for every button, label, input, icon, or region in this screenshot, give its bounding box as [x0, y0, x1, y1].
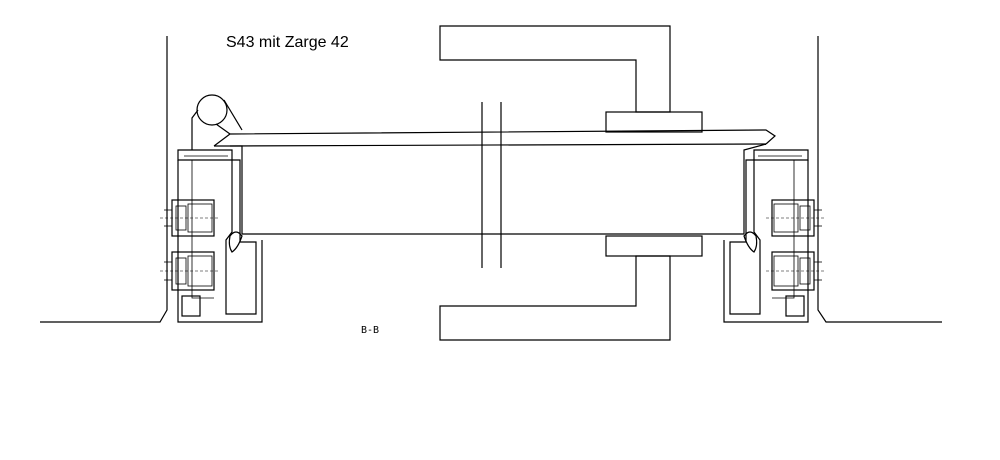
right-frame	[723, 149, 826, 323]
left-frame	[160, 149, 263, 323]
door-leaf	[213, 129, 776, 235]
left-wall	[40, 36, 168, 323]
handle-top	[439, 25, 703, 133]
drawing-title: S43 mit Zarge 42	[226, 34, 349, 51]
section-label: B-B	[361, 325, 380, 336]
lock-center	[481, 102, 502, 268]
right-wall	[817, 36, 942, 323]
hinge-roller	[191, 94, 243, 150]
handle-bottom	[439, 235, 703, 341]
